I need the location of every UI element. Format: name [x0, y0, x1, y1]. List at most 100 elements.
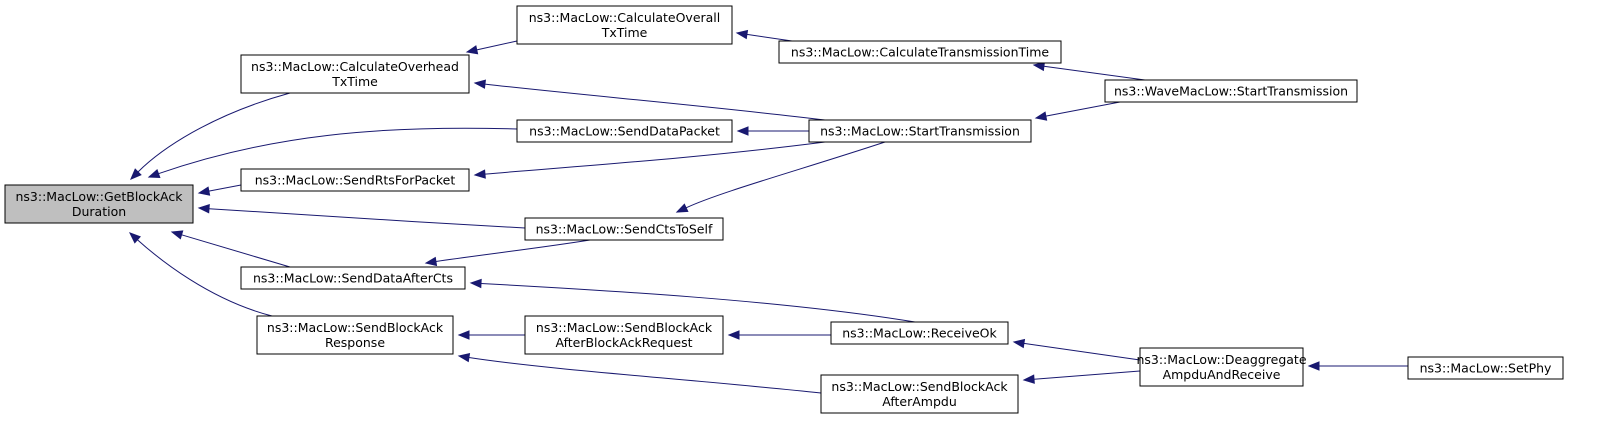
node-label: ns3::MacLow::SendDataAfterCts — [253, 271, 453, 286]
node-box — [1407, 356, 1564, 380]
arrowhead — [727, 330, 740, 340]
node-label: ns3::MacLow::SendBlockAck — [831, 379, 1008, 394]
edge-line — [181, 234, 291, 268]
edge-calctrans-to-calcoverall — [735, 29, 793, 42]
edge-starttrans-to-sendrts — [473, 141, 826, 179]
node-label: ns3::MacLow::SendDataPacket — [529, 124, 720, 139]
node-sendcts[interactable]: ns3::MacLow::SendCtsToSelf — [524, 217, 724, 241]
node-wavestart[interactable]: ns3::WaveMacLow::StartTransmission — [1104, 79, 1358, 103]
node-box — [240, 168, 470, 192]
edge-line — [137, 239, 273, 317]
arrowhead — [735, 29, 749, 40]
node-label: ns3::MacLow::SendCtsToSelf — [536, 222, 713, 237]
node-box — [820, 374, 1019, 414]
node-setphy[interactable]: ns3::MacLow::SetPhy — [1407, 356, 1564, 380]
node-label: ns3::MacLow::SendBlockAck — [267, 320, 444, 335]
node-label: Duration — [72, 204, 126, 219]
edge-sendbaresp-to-getblockack — [128, 232, 273, 317]
edge-line — [1045, 101, 1121, 117]
arrowhead — [736, 126, 749, 136]
edge-line — [685, 141, 886, 209]
node-label: TxTime — [331, 74, 378, 89]
node-label: ns3::MacLow::Deaggregate — [1136, 352, 1306, 367]
node-label: ns3::MacLow::SetPhy — [1420, 361, 1552, 376]
node-box — [1139, 347, 1304, 387]
edge-line — [435, 239, 591, 262]
node-label: TxTime — [601, 25, 648, 40]
node-label: ns3::MacLow::SendBlockAck — [536, 320, 713, 335]
edge-line — [746, 33, 793, 42]
arrowhead — [147, 169, 161, 179]
edge-line — [480, 283, 916, 323]
node-label: Response — [325, 335, 385, 350]
node-senddataafter[interactable]: ns3::MacLow::SendDataAfterCts — [240, 266, 466, 290]
arrowhead — [457, 330, 470, 340]
edge-sendcts-to-getblockack — [197, 203, 526, 229]
node-box — [516, 5, 733, 45]
node-calctrans[interactable]: ns3::MacLow::CalculateTransmissionTime — [778, 40, 1062, 64]
arrowhead — [1022, 374, 1035, 384]
node-label: ns3::MacLow::SendRtsForPacket — [255, 173, 456, 188]
edge-calcoverhead-to-getblockack — [130, 92, 291, 180]
node-box — [808, 119, 1032, 143]
arrowhead — [469, 278, 482, 289]
edge-line — [484, 83, 826, 121]
arrowhead — [1032, 61, 1045, 72]
node-label: AmpduAndReceive — [1163, 367, 1281, 382]
edge-line — [1043, 65, 1146, 81]
edge-senddatapkt-to-getblockack — [147, 127, 518, 179]
node-box — [778, 40, 1062, 64]
node-label: ns3::MacLow::ReceiveOk — [842, 326, 997, 341]
edge-sendbaafterampdu-to-sendbaresp — [457, 352, 822, 394]
node-label: AfterBlockAckRequest — [555, 335, 692, 350]
edge-line — [158, 127, 518, 175]
node-box — [524, 315, 724, 355]
edge-line — [208, 184, 242, 192]
node-senddatapkt[interactable]: ns3::MacLow::SendDataPacket — [516, 119, 733, 143]
edge-setphy-to-deaggregate — [1307, 361, 1408, 371]
node-starttrans[interactable]: ns3::MacLow::StartTransmission — [808, 119, 1032, 143]
edge-wavestart-to-starttrans — [1034, 101, 1121, 121]
arrowhead — [130, 168, 142, 180]
node-label: AfterAmpdu — [882, 394, 957, 409]
arrowhead — [457, 352, 471, 363]
arrowhead — [1034, 111, 1048, 121]
edge-wavestart-to-calctrans — [1032, 61, 1146, 81]
arrowhead — [675, 203, 689, 213]
edge-line — [1023, 342, 1141, 361]
node-label: ns3::MacLow::StartTransmission — [820, 124, 1020, 139]
node-box — [1104, 79, 1358, 103]
edge-receiveok-to-senddataafter — [469, 278, 916, 323]
edge-deaggregate-to-sendbaafterampdu — [1022, 370, 1141, 384]
edge-starttrans-to-senddatapkt — [736, 126, 809, 136]
arrowhead — [465, 45, 479, 55]
edge-line — [208, 208, 526, 229]
edge-sendbaafterreq-to-sendbaresp — [457, 330, 525, 340]
node-label: ns3::WaveMacLow::StartTransmission — [1114, 84, 1348, 99]
node-label: ns3::MacLow::GetBlockAck — [15, 189, 183, 204]
edge-line — [484, 141, 826, 175]
node-sendbaafterreq[interactable]: ns3::MacLow::SendBlockAckAfterBlockAckRe… — [524, 315, 724, 355]
arrowhead — [170, 230, 184, 240]
arrowhead — [1307, 361, 1320, 371]
node-sendrts[interactable]: ns3::MacLow::SendRtsForPacket — [240, 168, 470, 192]
nodes-layer: ns3::MacLow::GetBlockAckDurationns3::Mac… — [4, 5, 1564, 414]
arrowhead — [128, 232, 141, 244]
edge-starttrans-to-sendcts — [675, 141, 886, 213]
node-box — [516, 119, 733, 143]
node-box — [524, 217, 724, 241]
edge-line — [1033, 370, 1141, 380]
node-receiveok[interactable]: ns3::MacLow::ReceiveOk — [830, 321, 1009, 345]
arrowhead — [473, 169, 486, 179]
edge-line — [468, 357, 822, 394]
node-box — [240, 54, 470, 94]
node-label: ns3::MacLow::CalculateTransmissionTime — [791, 45, 1050, 60]
edge-starttrans-to-calcoverhead — [473, 79, 826, 121]
